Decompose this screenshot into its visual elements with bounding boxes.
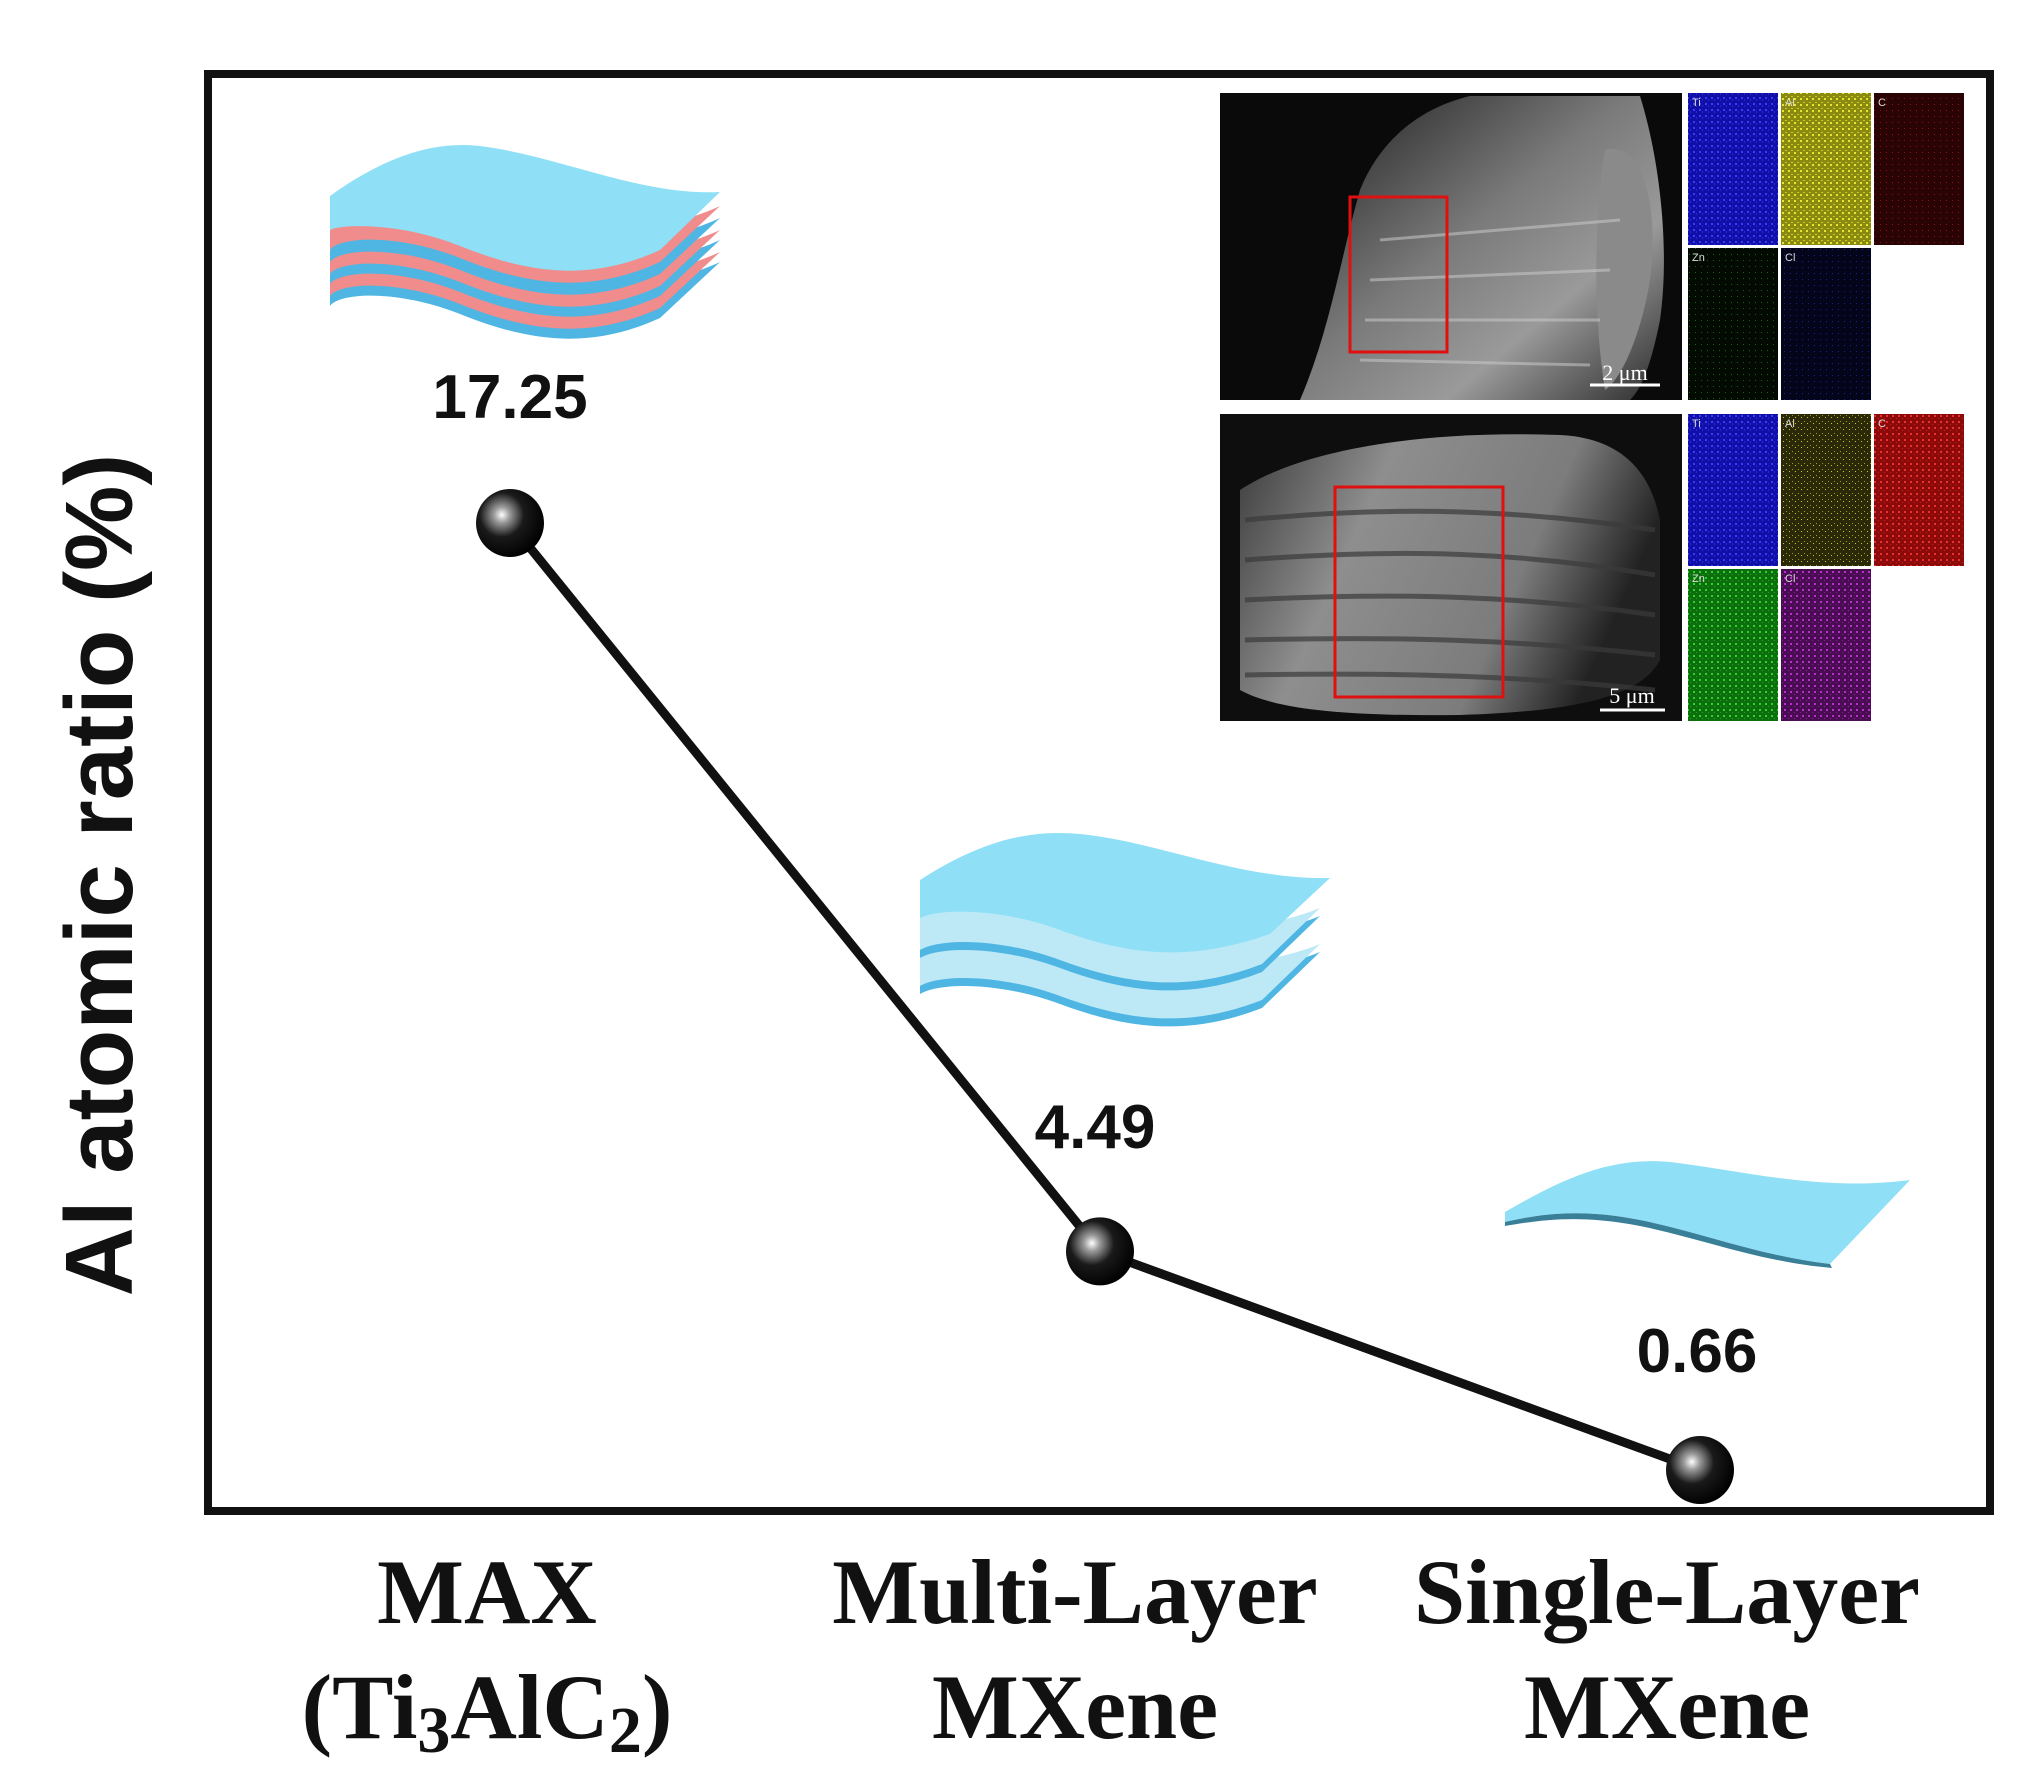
- data-points: [476, 489, 1734, 1504]
- data-label-singlelayer: 0.66: [1637, 1317, 1758, 1386]
- data-point-singlelayer: [1666, 1436, 1734, 1504]
- x-tick-label-max: MAX: [377, 1541, 597, 1643]
- map-label-bottom-cl: Cl: [1785, 573, 1795, 585]
- multilayer-mxene-illustration: [920, 832, 1330, 1027]
- scale-bar-top: 2 μm: [1602, 360, 1647, 385]
- map-label-bottom-al: Al: [1785, 418, 1795, 430]
- sem-image-top: 2 μm: [1220, 93, 1682, 400]
- data-point-max: [476, 489, 544, 557]
- data-point-multilayer: [1066, 1217, 1134, 1286]
- x-tick-labels: MAX (Ti3AlC2) Multi-Layer MXene Single-L…: [302, 1541, 1920, 1767]
- data-label-multilayer: 4.49: [1035, 1093, 1156, 1162]
- sem-image-bottom: 5 μm: [1220, 414, 1682, 721]
- map-label-top-zn: Zn: [1692, 252, 1705, 264]
- sem-roi-box-bottom: [1333, 485, 1505, 699]
- map-label-bottom-zn: Zn: [1692, 573, 1705, 585]
- x-tick-label-multilayer-2: MXene: [932, 1656, 1218, 1758]
- map-label-top-ti: Ti: [1692, 97, 1701, 109]
- x-tick-label-max-formula: (Ti3AlC2): [302, 1656, 673, 1767]
- map-label-bottom-c: C: [1878, 418, 1886, 430]
- map-label-top-al: Al: [1785, 97, 1795, 109]
- x-tick-label-singlelayer-2: MXene: [1524, 1656, 1810, 1758]
- plot-frame: [204, 70, 1994, 1515]
- map-label-top-c: C: [1878, 97, 1886, 109]
- singlelayer-mxene-illustration: [1505, 1161, 1910, 1268]
- y-axis-label: Al atomic ratio (%): [46, 454, 153, 1297]
- x-tick-label-multilayer: Multi-Layer: [832, 1541, 1317, 1643]
- map-label-bottom-ti: Ti: [1692, 418, 1701, 430]
- data-label-max: 17.25: [432, 363, 587, 432]
- sem-roi-box-top: [1348, 195, 1449, 354]
- x-tick-label-singlelayer: Single-Layer: [1414, 1541, 1920, 1643]
- map-label-top-cl: Cl: [1785, 252, 1795, 264]
- scale-bar-bottom: 5 μm: [1609, 683, 1654, 708]
- sem-eds-inset: 2 μm Ti Al C Zn Cl 5 μm Ti Al C Zn Cl: [1220, 93, 1964, 721]
- max-structure-illustration: [330, 144, 720, 339]
